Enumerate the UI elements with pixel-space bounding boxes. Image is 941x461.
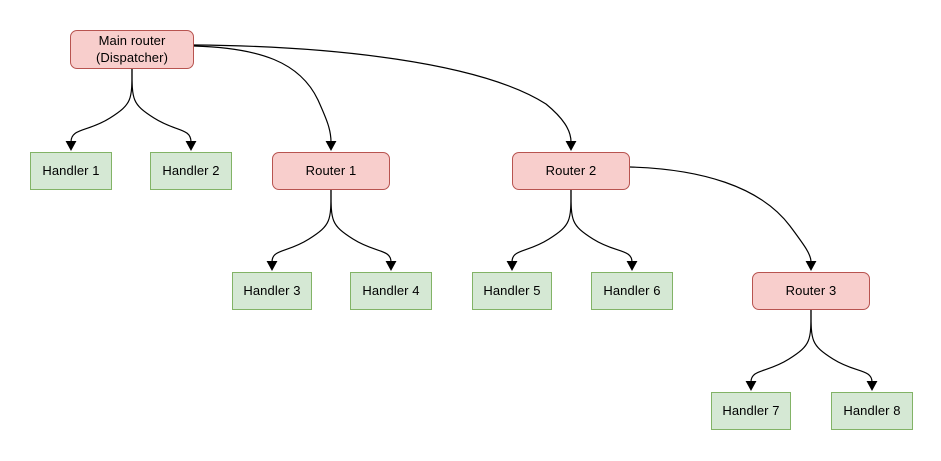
node-handler-5[interactable]: Handler 5 [472, 272, 552, 310]
edge-router-3-to-handler-8 [810, 309, 873, 383]
node-handler-1[interactable]: Handler 1 [30, 152, 112, 190]
node-router-3-label: Router 3 [785, 282, 837, 298]
node-router-3[interactable]: Router 3 [752, 272, 870, 310]
node-router-1[interactable]: Router 1 [272, 152, 390, 190]
node-router-2[interactable]: Router 2 [512, 152, 630, 190]
node-handler-3-label: Handler 3 [243, 282, 301, 298]
arrow-router-1-icon [325, 141, 337, 152]
node-handler-8[interactable]: Handler 8 [831, 392, 913, 430]
node-router-2-label: Router 2 [545, 162, 597, 178]
edge-main-router-to-router-2 [193, 44, 572, 143]
edge-router-1-to-handler-4 [330, 189, 392, 263]
node-handler-8-label: Handler 8 [843, 402, 901, 418]
node-handler-3[interactable]: Handler 3 [232, 272, 312, 310]
node-handler-1-label: Handler 1 [42, 162, 100, 178]
node-handler-5-label: Handler 5 [483, 282, 541, 298]
arrow-handler-6-icon [626, 261, 638, 272]
node-handler-6[interactable]: Handler 6 [591, 272, 673, 310]
arrow-handler-2-icon [185, 141, 197, 152]
arrow-handler-7-icon [745, 381, 757, 392]
arrow-router-3-icon [805, 261, 817, 272]
edges-group [70, 44, 873, 383]
edge-main-router-to-router-1 [193, 45, 332, 143]
node-handler-2-label: Handler 2 [162, 162, 220, 178]
arrowheads-group [65, 141, 878, 392]
edge-main-router-to-handler-1 [70, 68, 133, 143]
node-main-router-label: Main router (Dispatcher) [96, 33, 168, 65]
edge-main-router-to-handler-2 [131, 68, 192, 143]
node-handler-6-label: Handler 6 [603, 282, 661, 298]
arrow-handler-3-icon [266, 261, 278, 272]
edge-router-3-to-handler-7 [750, 309, 812, 383]
arrow-handler-4-icon [385, 261, 397, 272]
node-handler-4[interactable]: Handler 4 [350, 272, 432, 310]
node-handler-4-label: Handler 4 [362, 282, 420, 298]
arrow-handler-1-icon [65, 141, 77, 152]
edge-router-1-to-handler-3 [271, 189, 332, 263]
arrow-handler-5-icon [506, 261, 518, 272]
node-handler-7-label: Handler 7 [722, 402, 780, 418]
edge-router-2-to-handler-5 [511, 189, 572, 263]
arrow-handler-8-icon [866, 381, 878, 392]
edge-router-2-to-router-3 [629, 166, 812, 263]
edge-router-2-to-handler-6 [570, 189, 633, 263]
node-main-router[interactable]: Main router (Dispatcher) [70, 30, 194, 69]
node-handler-7[interactable]: Handler 7 [711, 392, 791, 430]
arrow-router-2-icon [565, 141, 577, 152]
node-router-1-label: Router 1 [305, 162, 357, 178]
node-handler-2[interactable]: Handler 2 [150, 152, 232, 190]
